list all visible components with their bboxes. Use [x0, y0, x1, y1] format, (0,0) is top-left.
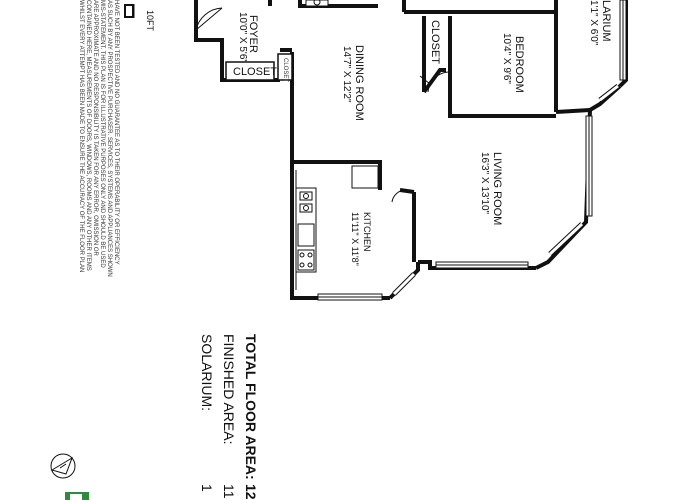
- windows: [317, 0, 627, 301]
- svg-text:11'11" X 11'8": 11'11" X 11'8": [350, 212, 360, 266]
- area-totals: TOTAL FLOOR AREA: 12 FINISHED AREA: 11 S…: [199, 334, 259, 500]
- finished-area-label: FINISHED AREA:: [221, 334, 237, 444]
- disclaimer-line: AS SUCH BY ANY PROSPECTIVE PURCHASER. SE…: [106, 0, 112, 277]
- total-floor-area-value: 12: [243, 484, 259, 500]
- label-closet-right: CLOSET: [429, 20, 441, 64]
- svg-text:1'1" X 6'0": 1'1" X 6'0": [588, 0, 599, 46]
- disclaimer-line: ARE APPROXIMATE AND NO RESPONSIBILITY IS…: [92, 0, 98, 257]
- scale-bar: 10FT: [124, 4, 155, 32]
- svg-text:KITCHEN: KITCHEN: [362, 212, 372, 252]
- svg-text:10'4" X 9'6": 10'4" X 9'6": [501, 33, 512, 84]
- svg-text:FOYER: FOYER: [247, 15, 259, 53]
- closet-left-box: [225, 61, 275, 81]
- disclaimer-block: WHILST EVERY ATTEMPT HAS BEEN MADE TO EN…: [78, 0, 119, 277]
- label-bedroom: BEDROOM 10'4" X 9'6": [501, 33, 525, 93]
- total-floor-area-label: TOTAL FLOOR AREA:: [243, 334, 259, 480]
- label-living-room: LIVING ROOM 16'3" X 13'10": [479, 152, 503, 225]
- svg-text:10'0" X 5'6": 10'0" X 5'6": [237, 12, 248, 63]
- solarium-area-label: SOLARIUM:: [199, 334, 215, 411]
- disclaimer-line: MIS-STATEMENT. THIS PLAN IS FOR ILLUSTRA…: [99, 0, 105, 268]
- disclaimer-line: HAVE NOT BEEN TESTED AND NO GUARANTEE AS…: [113, 0, 119, 265]
- door-swings: [195, 7, 449, 203]
- svg-text:LIVING ROOM: LIVING ROOM: [491, 152, 503, 225]
- disclaimer-line: WHILST EVERY ATTEMPT HAS BEEN MADE TO EN…: [78, 0, 84, 272]
- finished-area-value: 11: [221, 484, 237, 499]
- label-solarium: LARIUM 1'1" X 6'0": [588, 0, 612, 46]
- label-dining-room: DINING ROOM 14'7" X 12'2": [341, 45, 365, 121]
- label-closet-left: CLOSET: [233, 66, 277, 78]
- closet-small-box: [277, 53, 293, 81]
- svg-text:DINING ROOM: DINING ROOM: [353, 45, 365, 121]
- north-arrow-icon: [50, 453, 76, 479]
- scale-label: 10FT: [145, 10, 155, 32]
- label-kitchen: KITCHEN 11'11" X 11'8": [350, 212, 372, 266]
- label-foyer: FOYER 10'0" X 5'6": [237, 12, 259, 63]
- solarium-area-value: 1: [199, 484, 215, 492]
- svg-text:BEDROOM: BEDROOM: [513, 36, 525, 93]
- kitchen-counter: [295, 165, 379, 290]
- company-logo: [65, 492, 89, 500]
- disclaimer-line: CONTAINED HERE, MEASUREMENTS OF DOORS, W…: [85, 0, 91, 271]
- label-closet-small: CLOSET: [282, 58, 288, 82]
- svg-text:LARIUM: LARIUM: [600, 0, 612, 42]
- svg-text:16'3" X 13'10": 16'3" X 13'10": [479, 152, 490, 215]
- svg-text:14'7" X 12'2": 14'7" X 12'2": [341, 46, 352, 103]
